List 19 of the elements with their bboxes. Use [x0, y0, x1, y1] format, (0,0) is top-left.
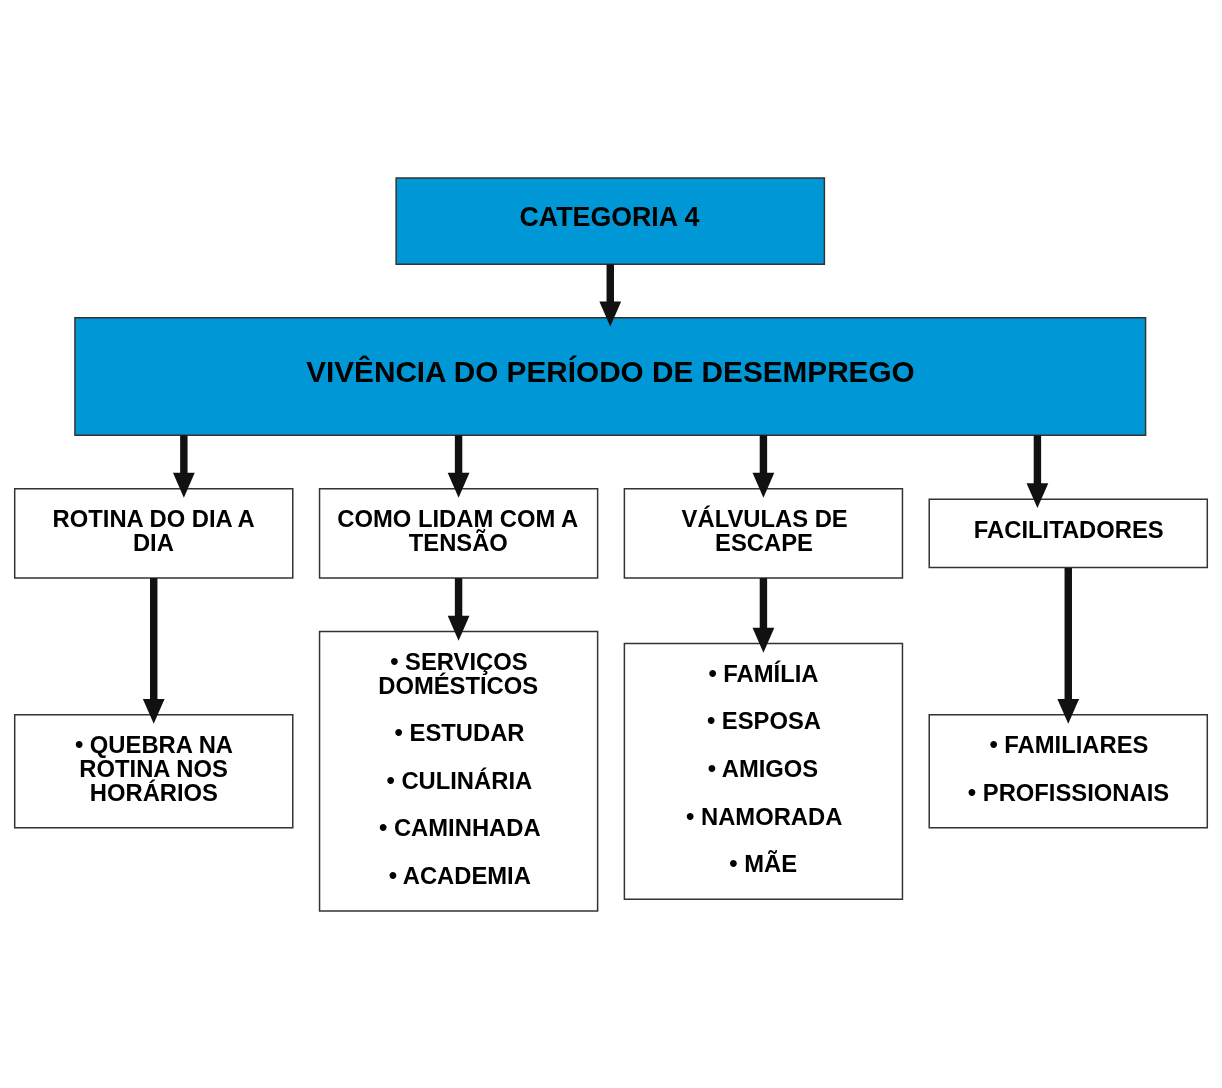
node-box: • FAMÍLIA • ESPOSA • AMIGOS • NAMORADA • MÃE: [623, 642, 904, 900]
node-box: VIVÊNCIA DO PERÍODO DE DESEMPREGO: [74, 316, 1147, 436]
node-box: VÁLVULAS DE ESCAPE: [623, 487, 904, 579]
node-box: • QUEBRA NA ROTINA NOS HORÁRIOS: [13, 713, 294, 829]
arrow: [1057, 567, 1080, 724]
arrow: [599, 263, 622, 326]
node-box: COMO LIDAM COM A TENSÃO: [318, 487, 599, 579]
arrow: [447, 434, 470, 498]
node-box: CATEGORIA 4: [395, 176, 826, 265]
node-box: • SERVIÇOS DOMÉSTICOS • ESTUDAR • CULINÁRIA • CAMINHADA • ACADEMIA: [318, 630, 599, 912]
arrow: [447, 577, 470, 641]
arrow: [752, 434, 775, 498]
arrow: [1026, 434, 1049, 508]
arrow: [142, 577, 165, 724]
node-box: FACILITADORES: [928, 497, 1209, 568]
node-box: ROTINA DO DIA A DIA: [13, 487, 294, 579]
arrow: [172, 434, 195, 498]
arrow: [752, 577, 775, 653]
node-box: • FAMILIARES • PROFISSIONAIS: [928, 713, 1209, 829]
